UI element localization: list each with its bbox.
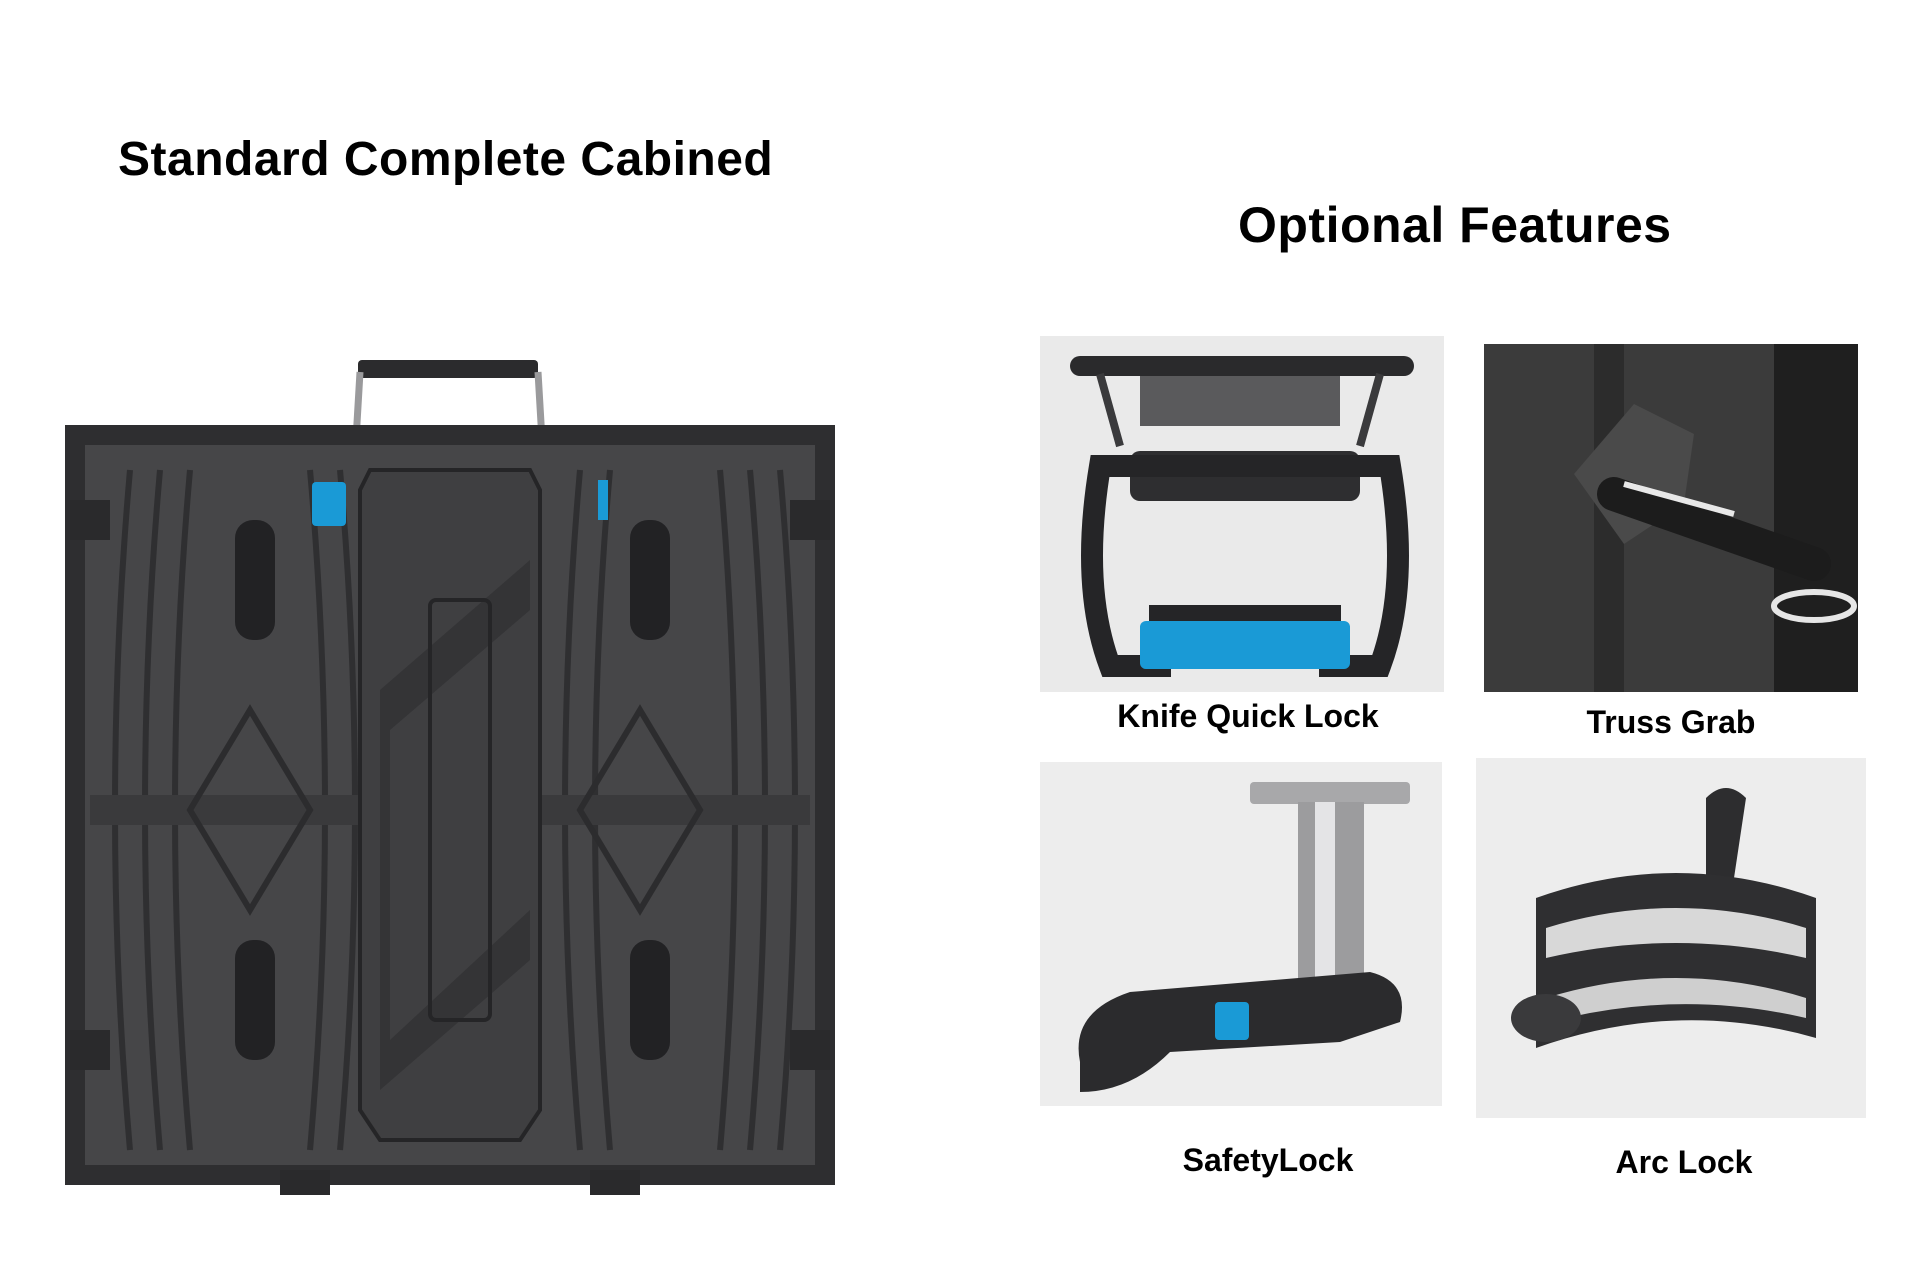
feature-label-arc-lock: Arc Lock [1615, 1144, 1753, 1180]
feature-label-knife-quick-lock: Knife Quick Lock [1117, 698, 1379, 734]
cabinet-image [60, 350, 870, 1200]
truss-grab-image [1484, 344, 1858, 692]
safety-lock-image [1040, 762, 1442, 1106]
optional-features-title: Optional Features [1238, 197, 1672, 253]
feature-label-safety-lock: SafetyLock [1182, 1142, 1354, 1178]
knife-quick-lock-image [1040, 336, 1444, 692]
arc-lock-image [1476, 758, 1866, 1118]
cabinet-title: Standard Complete Cabined [118, 133, 774, 186]
feature-label-truss-grab: Truss Grab [1586, 704, 1756, 740]
